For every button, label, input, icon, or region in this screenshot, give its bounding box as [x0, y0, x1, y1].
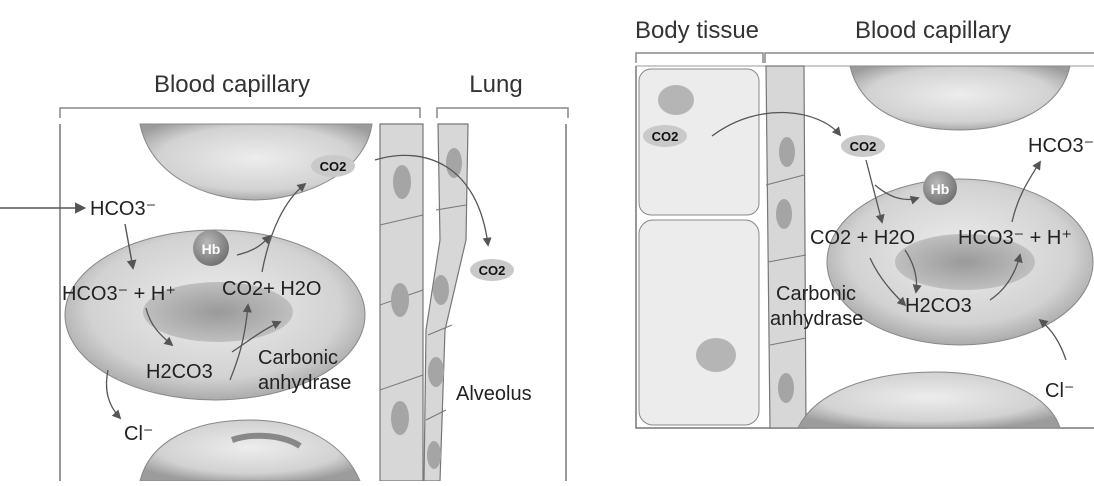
label-co2-plus-h2o-right: CO2 + H2O: [810, 227, 915, 249]
label-co2-tissue: CO2: [652, 129, 679, 144]
tissue-cell-bottom: [639, 220, 759, 425]
label-anhydrase-right: anhydrase: [770, 308, 863, 330]
nucleus: [446, 148, 462, 178]
nucleus: [778, 373, 794, 403]
nucleus: [779, 137, 795, 167]
nucleus: [393, 165, 411, 199]
label-hco3-inflow: HCO3⁻: [90, 198, 156, 220]
label-co2-capillary: CO2: [850, 139, 877, 154]
label-cl: Cl⁻: [124, 423, 153, 445]
left-panel: Blood capillary Lung HCO3⁻ Hb: [0, 71, 568, 481]
tissue-nucleus: [658, 85, 694, 115]
label-carbonic-right: Carbonic: [776, 283, 856, 305]
header-blood-capillary-right: Blood capillary: [855, 17, 1011, 44]
nucleus: [391, 401, 409, 435]
label-anhydrase: anhydrase: [258, 372, 351, 394]
label-cl-right: Cl⁻: [1045, 380, 1074, 402]
label-h2co3-right: H2CO3: [905, 295, 972, 317]
label-hco3-plus-h: HCO3⁻ + H⁺: [62, 283, 176, 305]
label-co2-upper: CO2: [320, 159, 347, 174]
label-co2-lower: CO2: [479, 263, 506, 278]
nucleus: [776, 199, 792, 229]
rbc-top-right: [850, 66, 1070, 130]
rbc-bottom-right: [798, 372, 1060, 428]
label-hco3-plus-h-right: HCO3⁻ + H⁺: [958, 227, 1072, 249]
label-h2co3: H2CO3: [146, 361, 213, 383]
header-blood-capillary: Blood capillary: [154, 71, 310, 98]
nucleus: [391, 283, 409, 317]
label-co2-plus-h2o: CO2+ H2O: [222, 278, 321, 300]
right-panel: Body tissue Blood capillary CO2 CO2: [635, 17, 1094, 428]
bracket-body-tissue: [636, 53, 763, 63]
header-lung: Lung: [469, 71, 522, 98]
label-hb-right: Hb: [931, 181, 950, 197]
label-hco3-out: HCO3⁻: [1028, 135, 1094, 157]
bracket-blood-capillary-right: [765, 53, 1094, 63]
bracket-lung: [437, 108, 568, 118]
alveolar-wall: [424, 124, 468, 481]
tissue-nucleus: [696, 338, 736, 372]
bracket-blood-capillary-left: [60, 108, 420, 118]
rbc-bottom-left: [140, 420, 360, 481]
label-carbonic: Carbonic: [258, 347, 338, 369]
nucleus: [433, 275, 449, 305]
label-alveolus: Alveolus: [456, 383, 532, 405]
nucleus: [427, 441, 441, 469]
nucleus: [428, 357, 444, 387]
header-body-tissue: Body tissue: [635, 17, 759, 44]
label-hb: Hb: [202, 241, 221, 257]
